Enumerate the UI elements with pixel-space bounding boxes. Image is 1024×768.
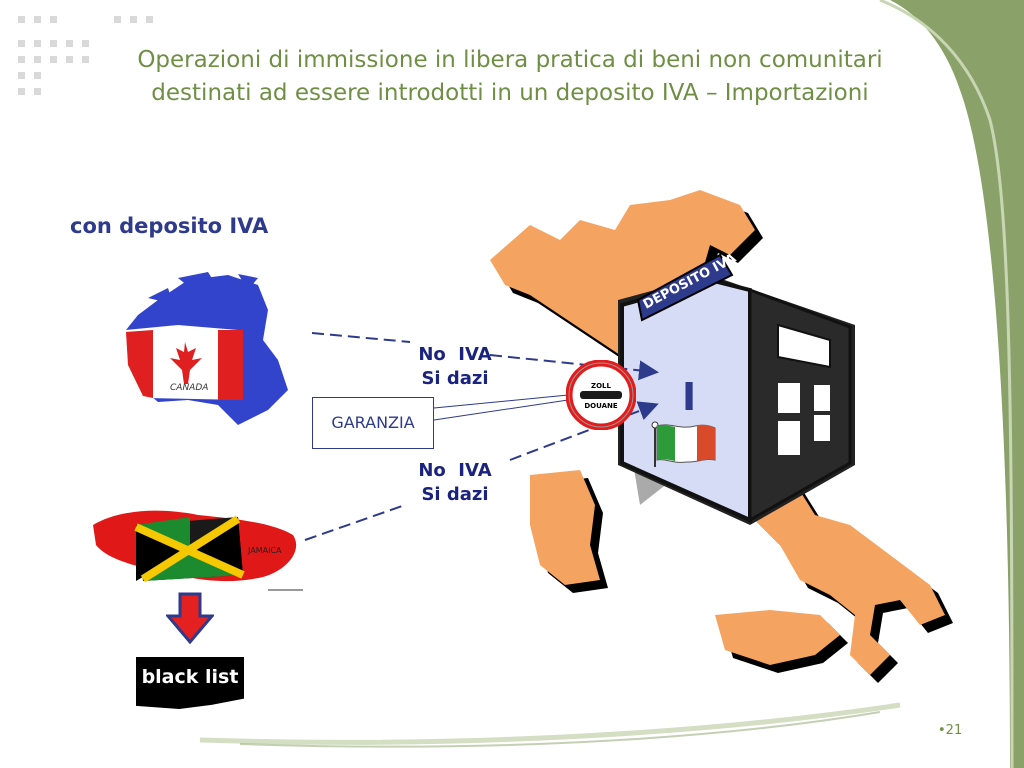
- canada-label: CANADA: [170, 383, 208, 393]
- sign-text-zoll: ZOLL: [591, 382, 611, 390]
- top-label-group: No IVA Si dazi: [400, 343, 510, 391]
- jamaica-label: JAMAICA: [247, 546, 282, 555]
- slide-number: •21: [938, 723, 963, 738]
- black-list-badge: black list: [136, 657, 244, 709]
- subtitle: con deposito IVA: [70, 214, 269, 238]
- top-si-dazi-label: Si dazi: [421, 368, 489, 389]
- canada-map: CANADA: [126, 272, 288, 425]
- jamaica-map: JAMAICA: [93, 510, 303, 591]
- down-arrow-icon: [166, 592, 214, 644]
- customs-sign-icon: ZOLL DOUANE: [566, 360, 636, 430]
- sign-text-douane: DOUANE: [584, 402, 618, 410]
- bottom-label-group: No IVA Si dazi: [400, 459, 510, 507]
- garanzia-box: GARANZIA: [312, 397, 434, 449]
- slide-title: Operazioni di immissione in libera prati…: [137, 47, 883, 106]
- bottom-no-iva-label: No IVA: [418, 460, 492, 481]
- corner-dots-decoration: [14, 14, 153, 104]
- building-letter: I: [682, 375, 696, 419]
- italian-flag: [656, 424, 716, 463]
- bottom-si-dazi-label: Si dazi: [421, 484, 489, 505]
- top-no-iva-label: No IVA: [418, 344, 492, 365]
